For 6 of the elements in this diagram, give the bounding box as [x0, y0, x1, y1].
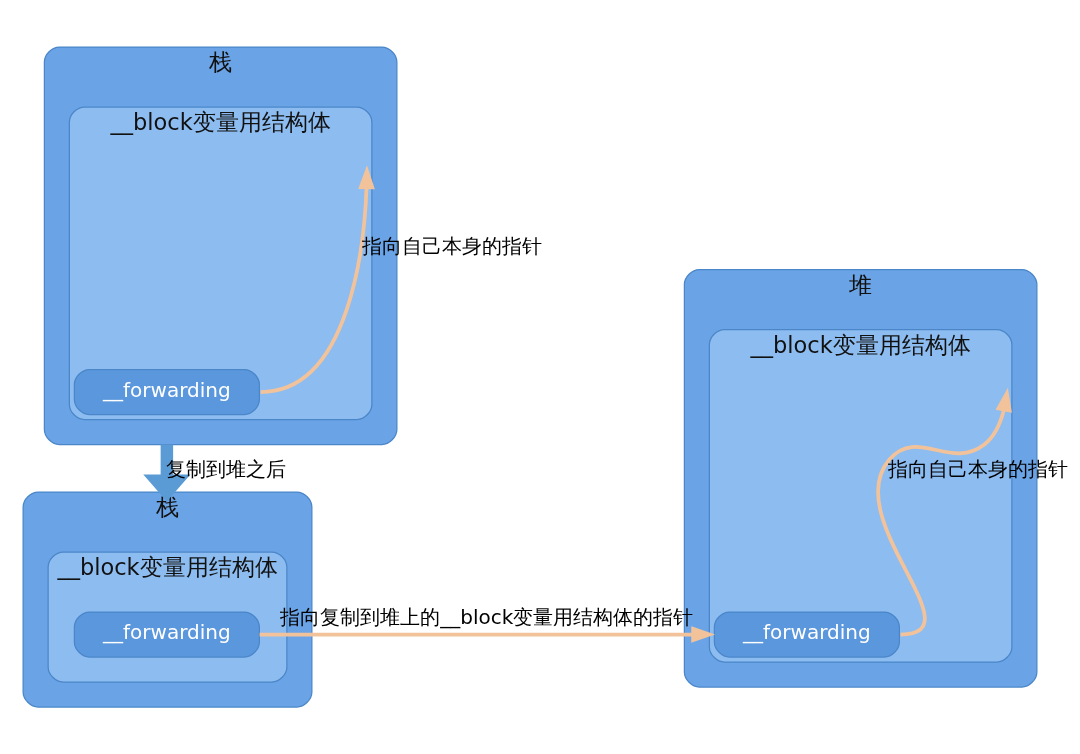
node-box: __forwarding	[713, 611, 900, 658]
node-box: __forwarding	[73, 611, 260, 658]
node-box: __forwarding	[73, 368, 260, 416]
arrow	[259, 626, 716, 643]
arrow	[876, 387, 1012, 637]
arrow	[260, 165, 375, 394]
